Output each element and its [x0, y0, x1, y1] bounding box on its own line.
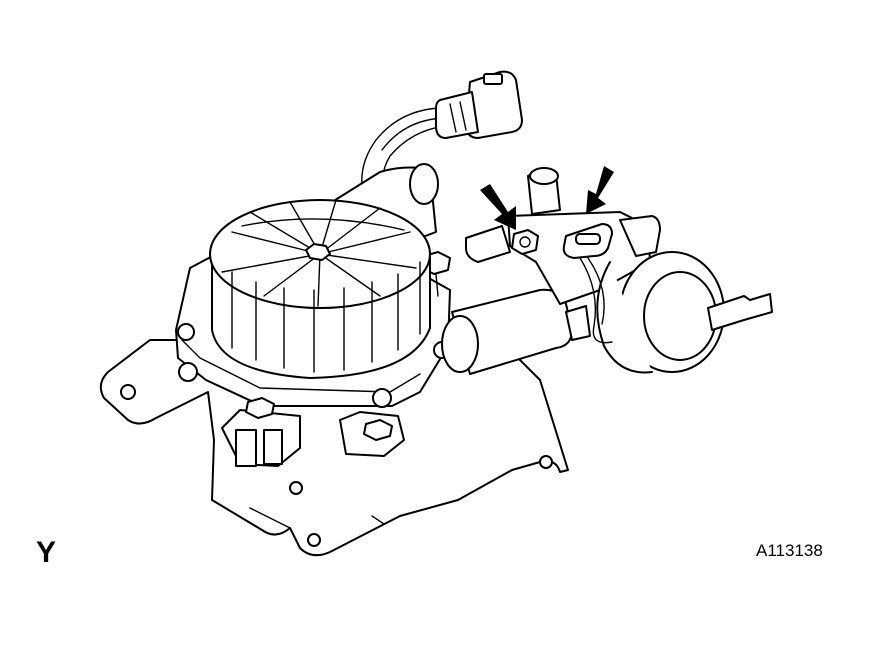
lower-bolts — [221, 251, 451, 467]
figure-code: A113138 — [756, 541, 823, 560]
air-switching-valve — [465, 167, 773, 374]
vsv-connector — [562, 223, 613, 344]
electrical-connector — [435, 70, 523, 139]
air-pump-motor — [209, 199, 431, 379]
callout-arrow-right — [586, 166, 614, 214]
mounting-bracket — [99, 339, 569, 557]
view-label: Y — [36, 536, 57, 569]
lower-hose — [441, 288, 591, 375]
callout-arrow-left — [480, 184, 516, 230]
